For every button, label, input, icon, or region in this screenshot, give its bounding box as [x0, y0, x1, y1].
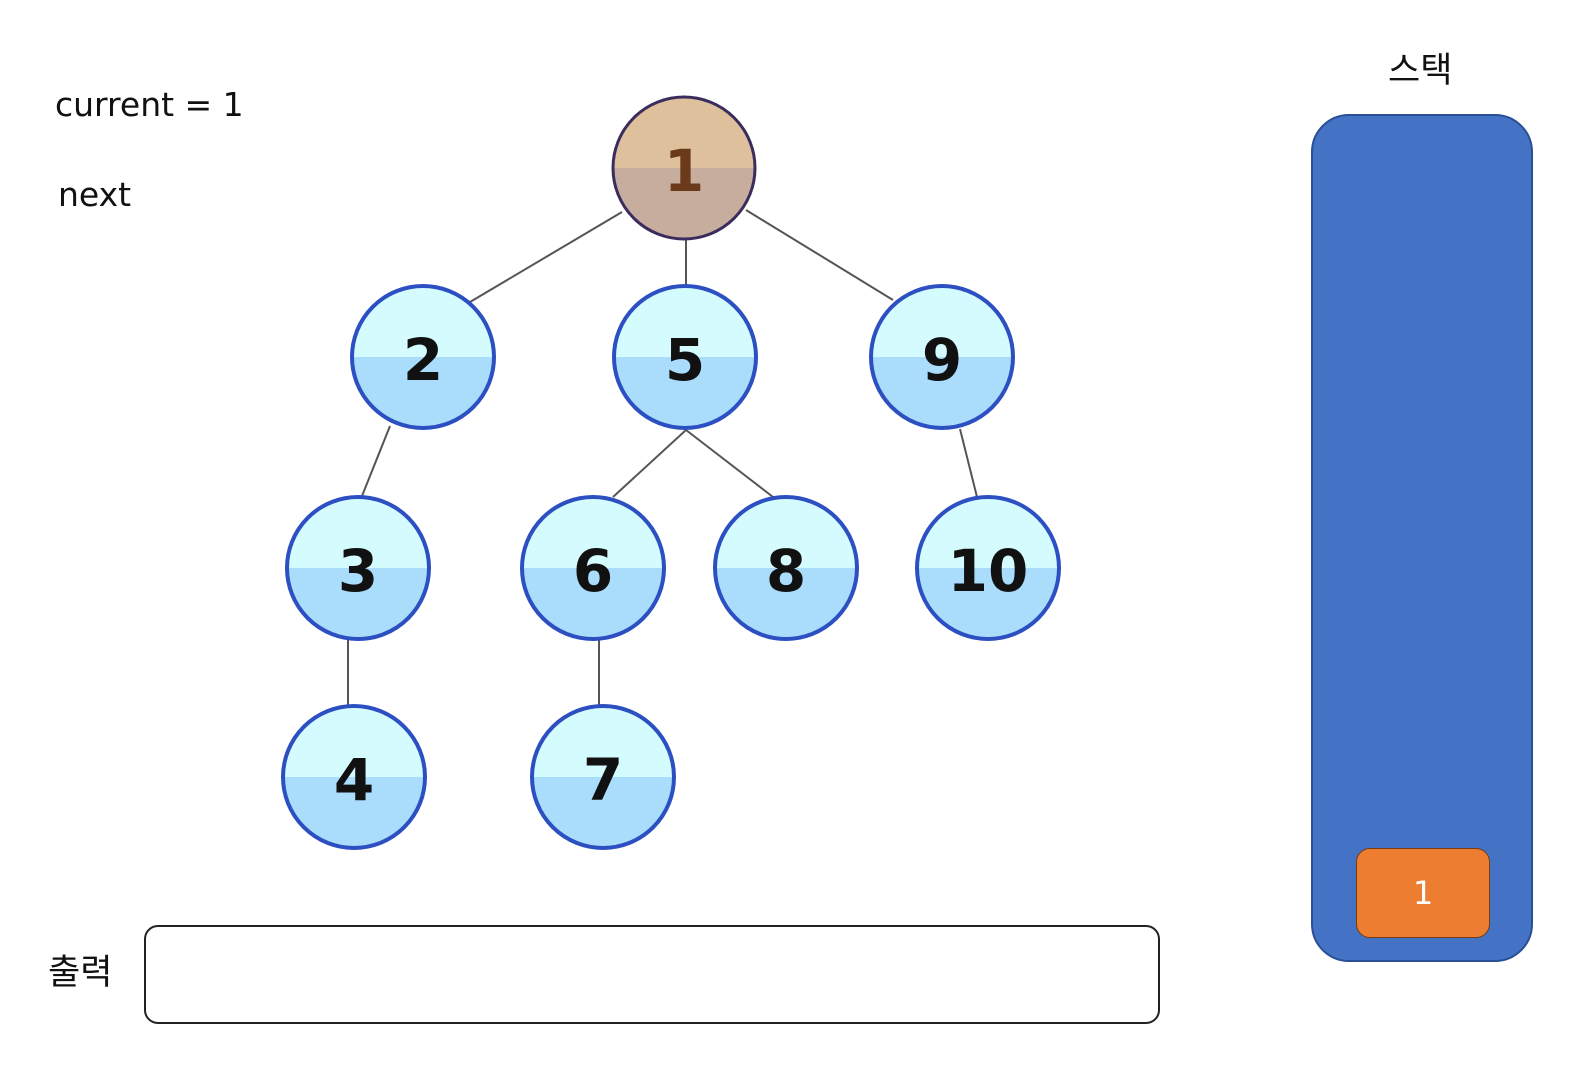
stack-container: 1	[1311, 114, 1533, 962]
tree-node-6: 6	[520, 495, 666, 641]
tree-node-circle	[530, 704, 676, 850]
stack-item: 1	[1356, 848, 1490, 938]
tree-node-label: 10	[948, 537, 1029, 605]
tree-node-8: 8	[713, 495, 859, 641]
tree-node-circle	[285, 495, 431, 641]
tree-node-label: 2	[403, 326, 443, 394]
output-label: 출력	[48, 953, 113, 993]
tree-node-label: 6	[573, 537, 613, 605]
tree-node-9: 9	[869, 284, 1015, 430]
tree-node-1: 1	[611, 95, 757, 241]
tree-node-label: 1	[664, 137, 704, 205]
tree-node-4: 4	[281, 704, 427, 850]
tree-node-label: 8	[766, 537, 806, 605]
tree-edge-5-6	[612, 429, 687, 498]
tree-node-5: 5	[612, 284, 758, 430]
tree-node-10: 10	[915, 495, 1061, 641]
tree-edge-1-2	[469, 211, 623, 303]
stack-label: 스택	[1388, 51, 1453, 91]
tree-node-label: 4	[334, 746, 374, 814]
tree-node-circle	[869, 284, 1015, 430]
tree-node-label: 7	[583, 746, 623, 814]
tree-node-circle	[281, 704, 427, 850]
tree-edge-1-9	[745, 209, 894, 301]
tree-edge-2-3	[361, 425, 391, 497]
tree-node-circle	[915, 495, 1061, 641]
next-node-text: next	[58, 175, 132, 214]
output-box	[144, 925, 1160, 1024]
tree-node-2: 2	[350, 284, 496, 430]
tree-node-label: 9	[922, 326, 962, 394]
tree-node-3: 3	[285, 495, 431, 641]
tree-node-circle	[350, 284, 496, 430]
current-node-text: current = 1	[55, 85, 244, 124]
tree-node-circle	[612, 284, 758, 430]
tree-edge-9-10	[959, 428, 978, 498]
tree-node-circle	[520, 495, 666, 641]
tree-node-circle	[611, 95, 757, 241]
tree-node-7: 7	[530, 704, 676, 850]
tree-node-circle	[713, 495, 859, 641]
tree-node-label: 3	[338, 537, 378, 605]
tree-edge-5-8	[685, 429, 774, 498]
tree-node-label: 5	[665, 326, 705, 394]
